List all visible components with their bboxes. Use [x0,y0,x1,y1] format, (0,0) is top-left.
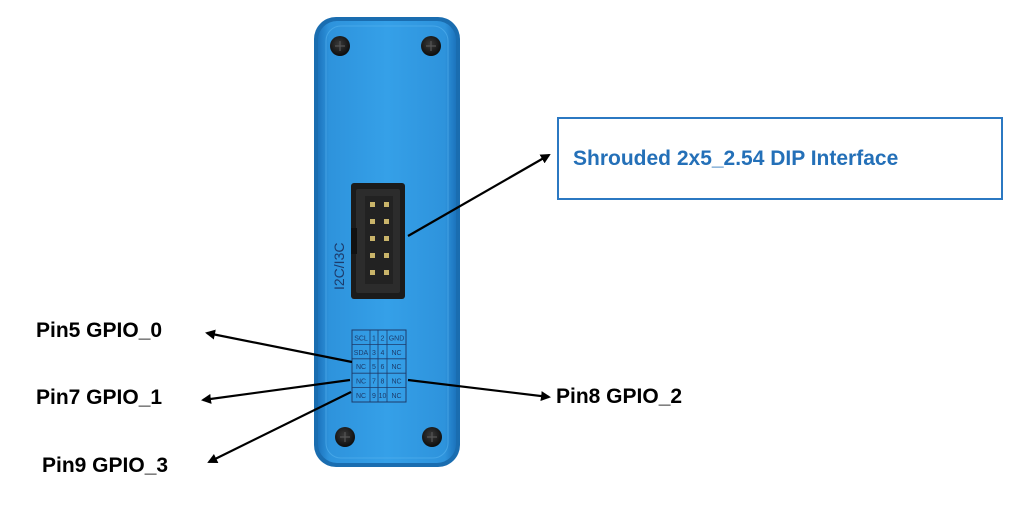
screw-icon [422,427,442,447]
connector-pin [370,270,375,275]
pin-table-cell: 6 [381,364,385,371]
connector-pin [384,253,389,258]
pin-table-cell: 4 [381,350,385,357]
pin-table-cell: NC [391,393,401,400]
pin-table-cell: GND [389,335,405,342]
callout-box: Shrouded 2x5_2.54 DIP Interface [557,117,1003,200]
screw-icon [330,36,350,56]
arrow-pin9 [207,391,352,463]
pin7-label: Pin7 GPIO_1 [36,386,163,409]
pin-table-cell: 1 [372,335,376,342]
connector-pin [370,236,375,241]
shrouded-connector [351,183,405,299]
arrow-pin7 [201,378,351,404]
pin-table-cell: NC [356,364,366,371]
connector-label: I2C/I3C [331,243,347,290]
pin-table-cell: 7 [372,379,376,386]
callout-text: Shrouded 2x5_2.54 DIP Interface [573,147,899,170]
pin9-label: Pin9 GPIO_3 [42,454,169,477]
pin-table-cell: SCL [354,335,368,342]
pin-table-cell: NC [391,350,401,357]
pin-table-cell: 9 [372,393,376,400]
pin-table-cell: SDA [354,350,369,357]
connector-pin [370,219,375,224]
connector-pin [384,236,389,241]
pin-table-cell: 3 [372,350,376,357]
connector-pins [370,202,389,275]
connector-pin [370,202,375,207]
pin-table-cell: 8 [381,379,385,386]
pin-table-cell: NC [356,393,366,400]
screw-icon [421,36,441,56]
pin-table-cell: NC [391,364,401,371]
arrow-connector [407,154,551,237]
pin-table-cell: 10 [379,393,387,400]
arrow-pin8 [407,378,551,402]
pin5-label: Pin5 GPIO_0 [36,319,163,342]
pin-table-cell: 5 [372,364,376,371]
pin-table-cell: 2 [381,335,385,342]
pin8-label: Pin8 GPIO_2 [556,385,683,408]
pin-table-cell: NC [356,379,366,386]
connector-pin [370,253,375,258]
screw-icon [335,427,355,447]
arrow-pin5 [205,329,353,364]
connector-pin [384,219,389,224]
connector-pin [384,270,389,275]
pin-table-cell: NC [391,379,401,386]
connector-pin [384,202,389,207]
